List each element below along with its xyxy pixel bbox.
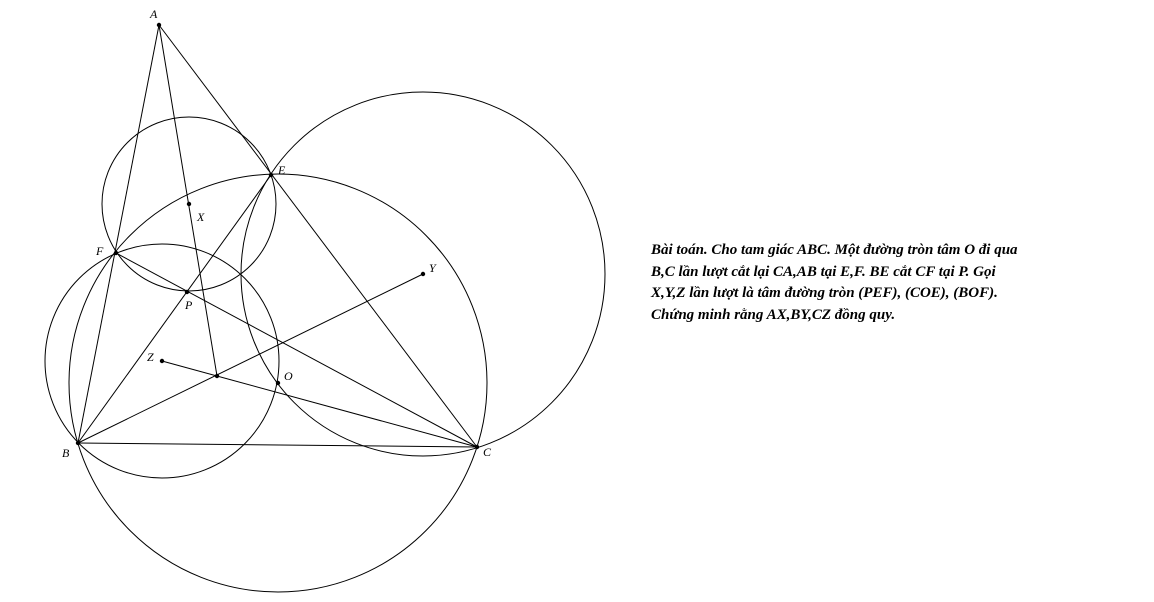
- problem-statement: Bài toán. Cho tam giác ABC. Một đường tr…: [651, 240, 1121, 326]
- point-e: [268, 172, 274, 178]
- label-p: P: [184, 298, 193, 312]
- label-c: C: [483, 445, 492, 459]
- point-o: [275, 380, 281, 386]
- point-b: [75, 440, 81, 446]
- label-o: O: [284, 369, 293, 383]
- label-x: X: [196, 210, 205, 224]
- circle-bof: [44, 243, 280, 479]
- circle-coe: [240, 91, 606, 457]
- side-ab: [77, 24, 160, 444]
- side-ac: [158, 24, 478, 448]
- segment-cf: [115, 252, 478, 448]
- point-y: [420, 271, 426, 277]
- label-f: F: [95, 244, 104, 258]
- point-concurrency: [214, 373, 220, 379]
- point-p: [184, 289, 190, 295]
- segment-be: [77, 174, 272, 444]
- point-f: [113, 250, 119, 256]
- problem-line-4: Chứng minh rằng AX,BY,CZ đồng quy.: [651, 306, 896, 323]
- problem-line-1: Bài toán. Cho tam giác ABC. Một đường tr…: [651, 242, 1018, 258]
- label-e: E: [277, 163, 286, 177]
- point-c: [474, 444, 480, 450]
- problem-line-2: B,C lần lượt cắt lại CA,AB tại E,F. BE c…: [651, 263, 996, 280]
- circle-o-through-b-c-e-f: [68, 173, 488, 593]
- label-z: Z: [147, 350, 154, 364]
- label-y: Y: [429, 261, 437, 275]
- label-b: B: [62, 446, 70, 460]
- side-bc: [77, 442, 478, 448]
- segment-by: [77, 273, 424, 444]
- circle-pef: [101, 116, 277, 292]
- segment-cz: [161, 360, 478, 448]
- point-x: [186, 201, 192, 207]
- label-a: A: [149, 7, 158, 21]
- point-z: [159, 358, 165, 364]
- problem-line-3: X,Y,Z lần lượt là tâm đường tròn (PEF), …: [651, 285, 998, 301]
- segment-ax: [158, 24, 218, 377]
- point-a: [156, 22, 162, 28]
